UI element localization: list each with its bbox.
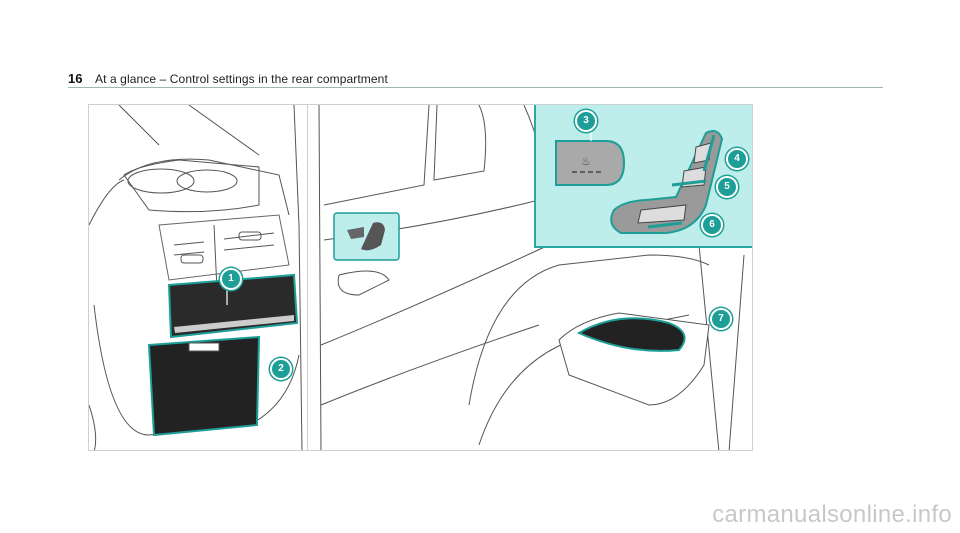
page-number: 16	[68, 71, 83, 86]
svg-text:♨: ♨	[581, 155, 591, 168]
callout-5: 5	[716, 176, 738, 198]
callout-6: 6	[701, 214, 723, 236]
callout-7: 7	[710, 308, 732, 330]
header-divider	[68, 87, 883, 88]
callout-4: 4	[726, 148, 748, 170]
page-title: At a glance – Control settings in the re…	[95, 72, 388, 86]
callout-1: 1	[220, 268, 242, 290]
callout-3: 3	[575, 110, 597, 132]
callout-2: 2	[270, 358, 292, 380]
seat-control-detail-drawing: ♨	[555, 125, 724, 234]
panel-divider	[307, 105, 308, 450]
page-header: 16 At a glance – Control settings in the…	[68, 70, 883, 88]
watermark: carmanualsonline.info	[712, 501, 952, 528]
rear-compartment-illustration: ♨ 1 2 3 4 5 6 7	[88, 104, 753, 451]
center-console-drawing	[89, 105, 303, 450]
